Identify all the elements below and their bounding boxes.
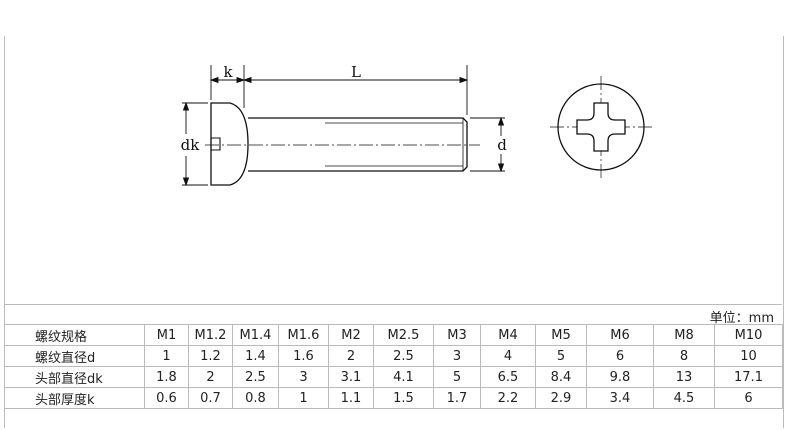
table-cell: 1 <box>144 345 189 367</box>
column-header-cell: M1.6 <box>278 324 329 346</box>
dimension-L <box>242 65 469 115</box>
dimension-k <box>209 65 246 108</box>
table-cell: 6.5 <box>480 366 536 388</box>
row-header-cell: 头部直径dk <box>4 366 145 388</box>
table-cell: 1.4 <box>232 345 279 367</box>
phillips-cross-recess <box>576 102 626 152</box>
table-cell: 3 <box>433 345 481 367</box>
column-header-cell: M3 <box>433 324 481 346</box>
table-cell: 2.9 <box>535 387 587 409</box>
screw-top-view <box>550 76 652 178</box>
label-d: d <box>497 136 507 154</box>
table-cell: 4 <box>480 345 536 367</box>
table-cell: 1.1 <box>328 387 374 409</box>
label-L: L <box>351 63 361 81</box>
table-cell: 0.6 <box>144 387 189 409</box>
table-cell: 4.1 <box>373 366 434 388</box>
column-header-cell: M1.4 <box>232 324 279 346</box>
table-cell: 0.7 <box>188 387 233 409</box>
table-cell: 3.1 <box>328 366 374 388</box>
table-cell: 8.4 <box>535 366 587 388</box>
table-cell: 2.5 <box>373 345 434 367</box>
table-cell: 5 <box>433 366 481 388</box>
table-cell: 2 <box>188 366 233 388</box>
head-recess <box>211 137 221 151</box>
table-cell: 2.5 <box>232 366 279 388</box>
screw-shank <box>248 117 468 172</box>
label-k: k <box>223 63 233 81</box>
row-header-cell: 螺纹规格 <box>4 324 145 346</box>
dimension-d <box>470 116 505 173</box>
table-cell: 1.8 <box>144 366 189 388</box>
document-frame <box>4 36 784 428</box>
dimension-dk <box>182 101 208 187</box>
table-cell: 2 <box>328 345 374 367</box>
table-cell: 6 <box>714 387 783 409</box>
table-cell: 10 <box>714 345 783 367</box>
table-cell: 1.7 <box>433 387 481 409</box>
column-header-cell: M4 <box>480 324 536 346</box>
table-cell: 1 <box>278 387 329 409</box>
label-dk: dk <box>181 136 201 154</box>
table-cell: 5 <box>535 345 587 367</box>
row-header-cell: 头部厚度k <box>4 387 145 409</box>
column-header-cell: M1.2 <box>188 324 233 346</box>
unit-row: 单位：mm <box>4 304 782 326</box>
unit-label: 单位：mm <box>709 311 774 326</box>
table-cell: 8 <box>653 345 715 367</box>
column-header-cell: M2.5 <box>373 324 434 346</box>
table-cell: 17.1 <box>714 366 783 388</box>
column-header-cell: M1 <box>144 324 189 346</box>
table-cell: 1.6 <box>278 345 329 367</box>
table-cell: 13 <box>653 366 715 388</box>
column-header-cell: M10 <box>714 324 783 346</box>
column-header-cell: M6 <box>586 324 654 346</box>
table-cell: 0.8 <box>232 387 279 409</box>
column-header-cell: M5 <box>535 324 587 346</box>
table-cell: 6 <box>586 345 654 367</box>
table-cell: 2.2 <box>480 387 536 409</box>
table-cell: 1.5 <box>373 387 434 409</box>
table-cell: 3.4 <box>586 387 654 409</box>
row-header-cell: 螺纹直径d <box>4 345 145 367</box>
screw-technical-drawing: k L dk d <box>181 63 652 187</box>
column-header-cell: M2 <box>328 324 374 346</box>
table-cell: 4.5 <box>653 387 715 409</box>
screw-head-outline <box>210 102 249 186</box>
table-cell: 3 <box>278 366 329 388</box>
table-cell: 1.2 <box>188 345 233 367</box>
screw-side-view <box>205 102 480 186</box>
column-header-cell: M8 <box>653 324 715 346</box>
table-cell: 9.8 <box>586 366 654 388</box>
